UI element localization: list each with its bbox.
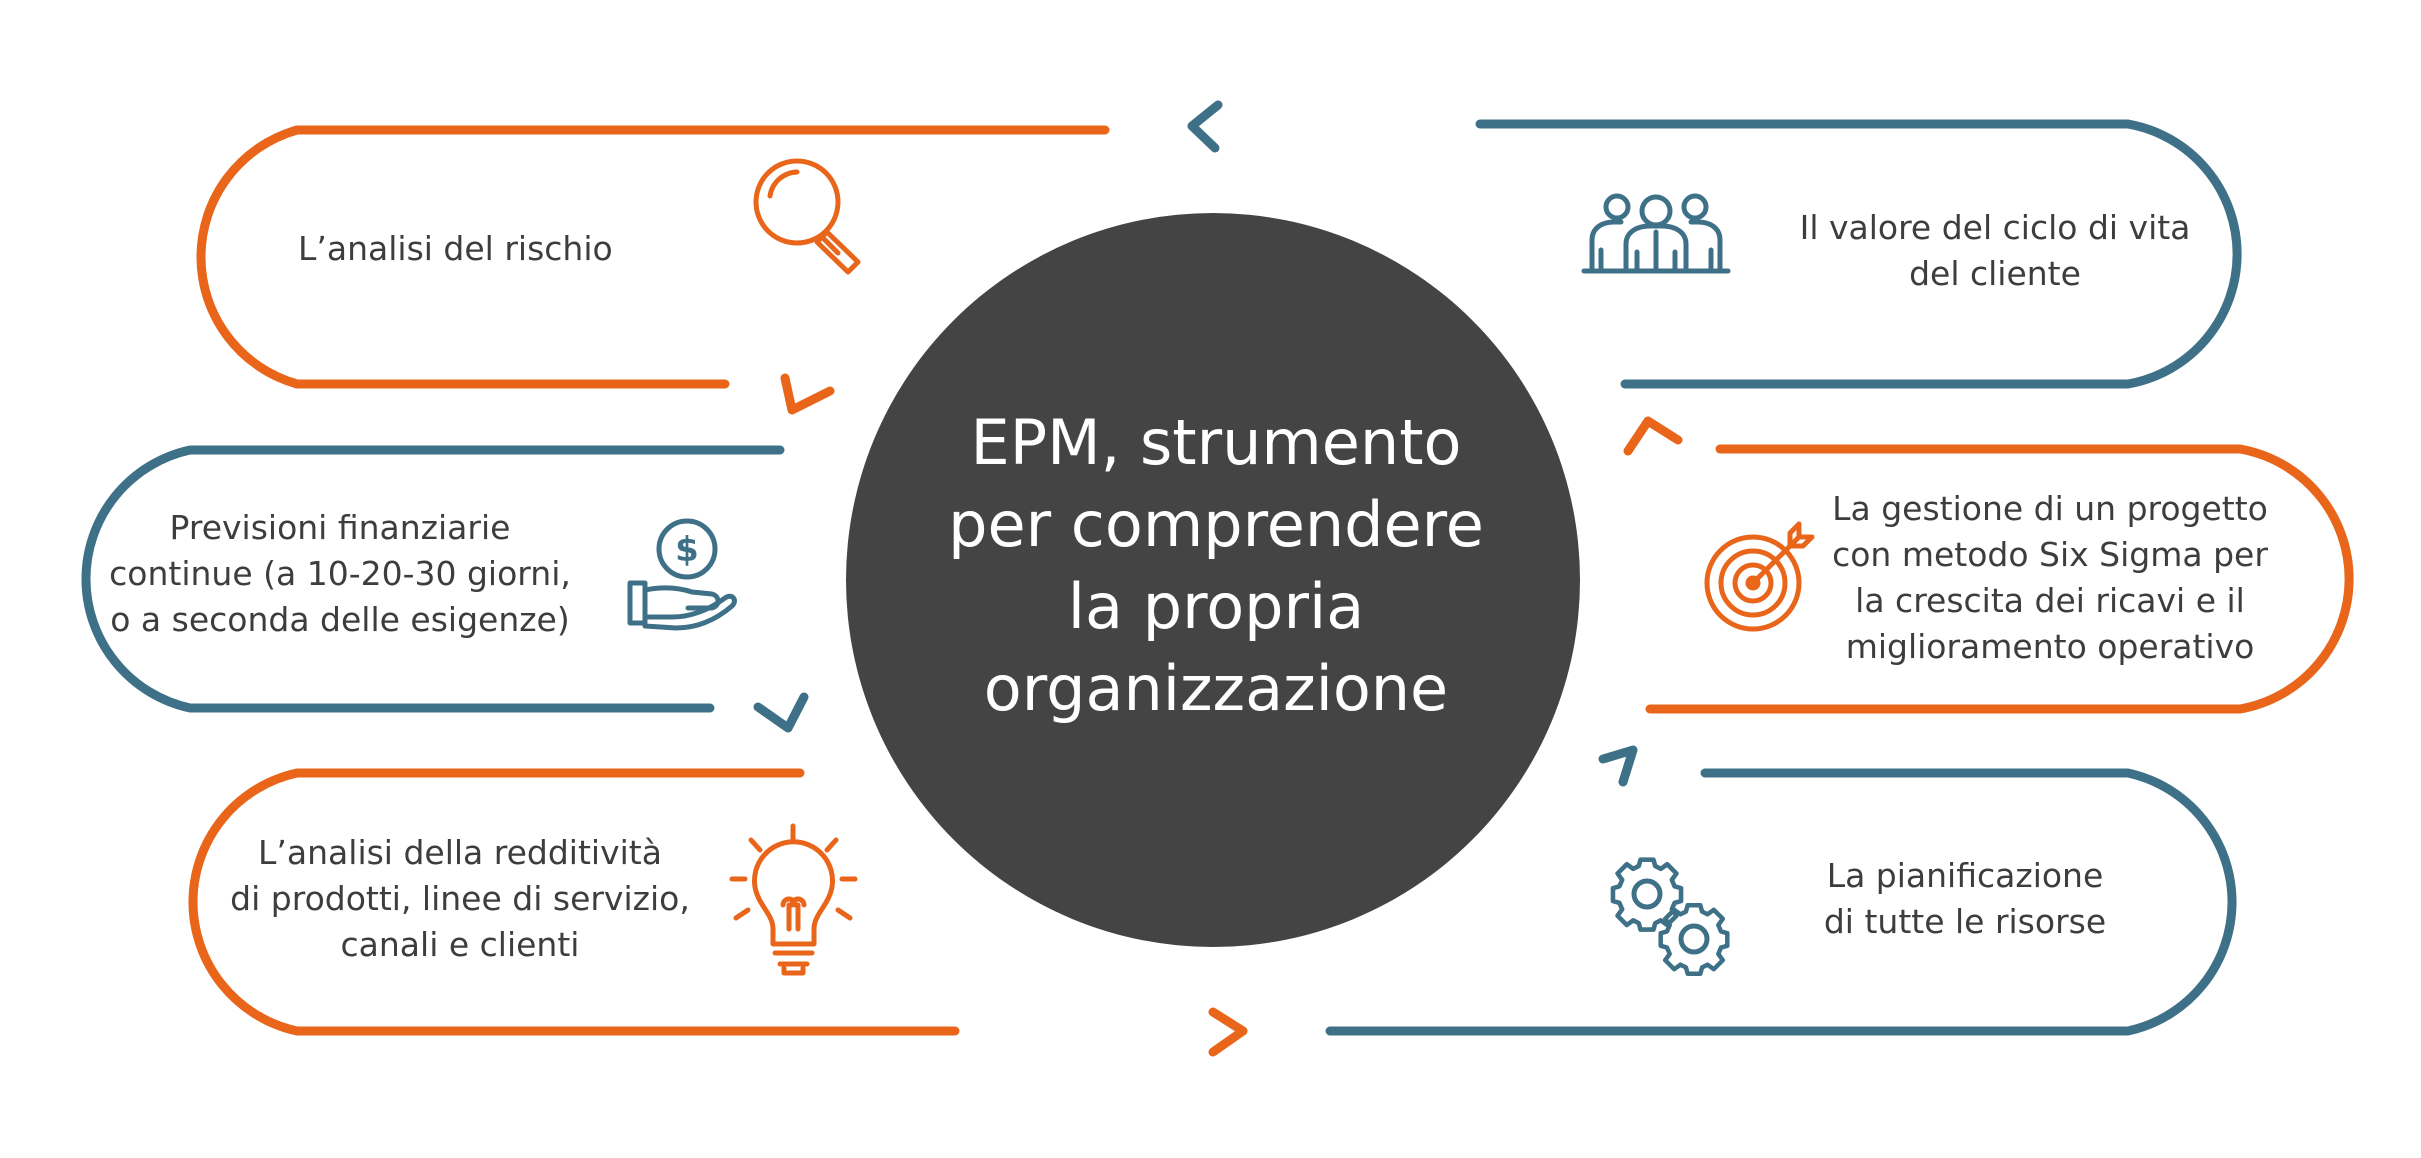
arrowhead-six-sigma [1623,416,1683,456]
label-resource-planning: La pianificazione di tutte le risorse [1770,853,2160,945]
label-customer-lifetime-value: Il valore del ciclo di vita del cliente [1760,205,2230,297]
label-line: La gestione di un progetto [1832,489,2268,528]
label-line: Il valore del ciclo di vita [1799,208,2191,247]
lightbulb-icon [729,823,858,976]
center-title-line: per comprendere [948,488,1484,561]
label-line: La pianificazione [1826,856,2104,895]
center-title-line: la propria [1067,570,1365,643]
label-line: con metodo Six Sigma per [1832,535,2268,574]
label-line: o a seconda delle esigenze) [110,600,570,639]
arrowhead-resources [1598,745,1638,787]
label-profitability-analysis: L’analisi della redditività di prodotti,… [205,830,715,968]
center-title: EPM, strumento per comprendere la propri… [846,402,1586,730]
label-risk-analysis: L’analisi del rischio [298,226,613,272]
label-line: canali e clienti [340,925,580,964]
center-circle [846,213,1580,947]
center-title-line: organizzazione [983,652,1449,725]
label-financial-forecast: Previsioni finanziarie continue (a 10-20… [90,505,590,643]
people-icon [1581,193,1731,274]
pill-profitability [188,768,960,1036]
target-icon [1704,521,1815,632]
label-line: L’analisi della redditività [258,833,662,872]
pill-forecast [81,445,785,713]
label-line: di prodotti, linee di servizio, [230,879,690,918]
label-line: di tutte le risorse [1823,902,2107,941]
money-hand-icon: $ [627,518,737,631]
label-six-sigma: La gestione di un progetto con metodo Si… [1800,486,2300,670]
center-title-line: EPM, strumento [970,406,1462,479]
magnifier-icon [753,158,861,275]
arrowhead-risk [780,373,835,415]
label-line: L’analisi del rischio [298,229,613,268]
arrowhead-profitability [1208,1007,1248,1057]
pill-clv [1475,119,2242,389]
label-line: continue (a 10-20-30 giorni, [109,554,571,593]
arrowhead-forecast [753,692,809,733]
label-line: miglioramento operativo [1845,627,2255,666]
arrowhead-clv [1187,100,1223,153]
pill-risk [196,125,1110,389]
pill-resources [1325,768,2237,1036]
label-line: del cliente [1909,254,2081,293]
label-line: la crescita dei ricavi e il [1855,581,2245,620]
gears-icon [1610,857,1730,976]
svg-text:$: $ [675,530,699,570]
pill-six-sigma [1645,444,2354,714]
label-line: Previsioni finanziarie [169,508,511,547]
